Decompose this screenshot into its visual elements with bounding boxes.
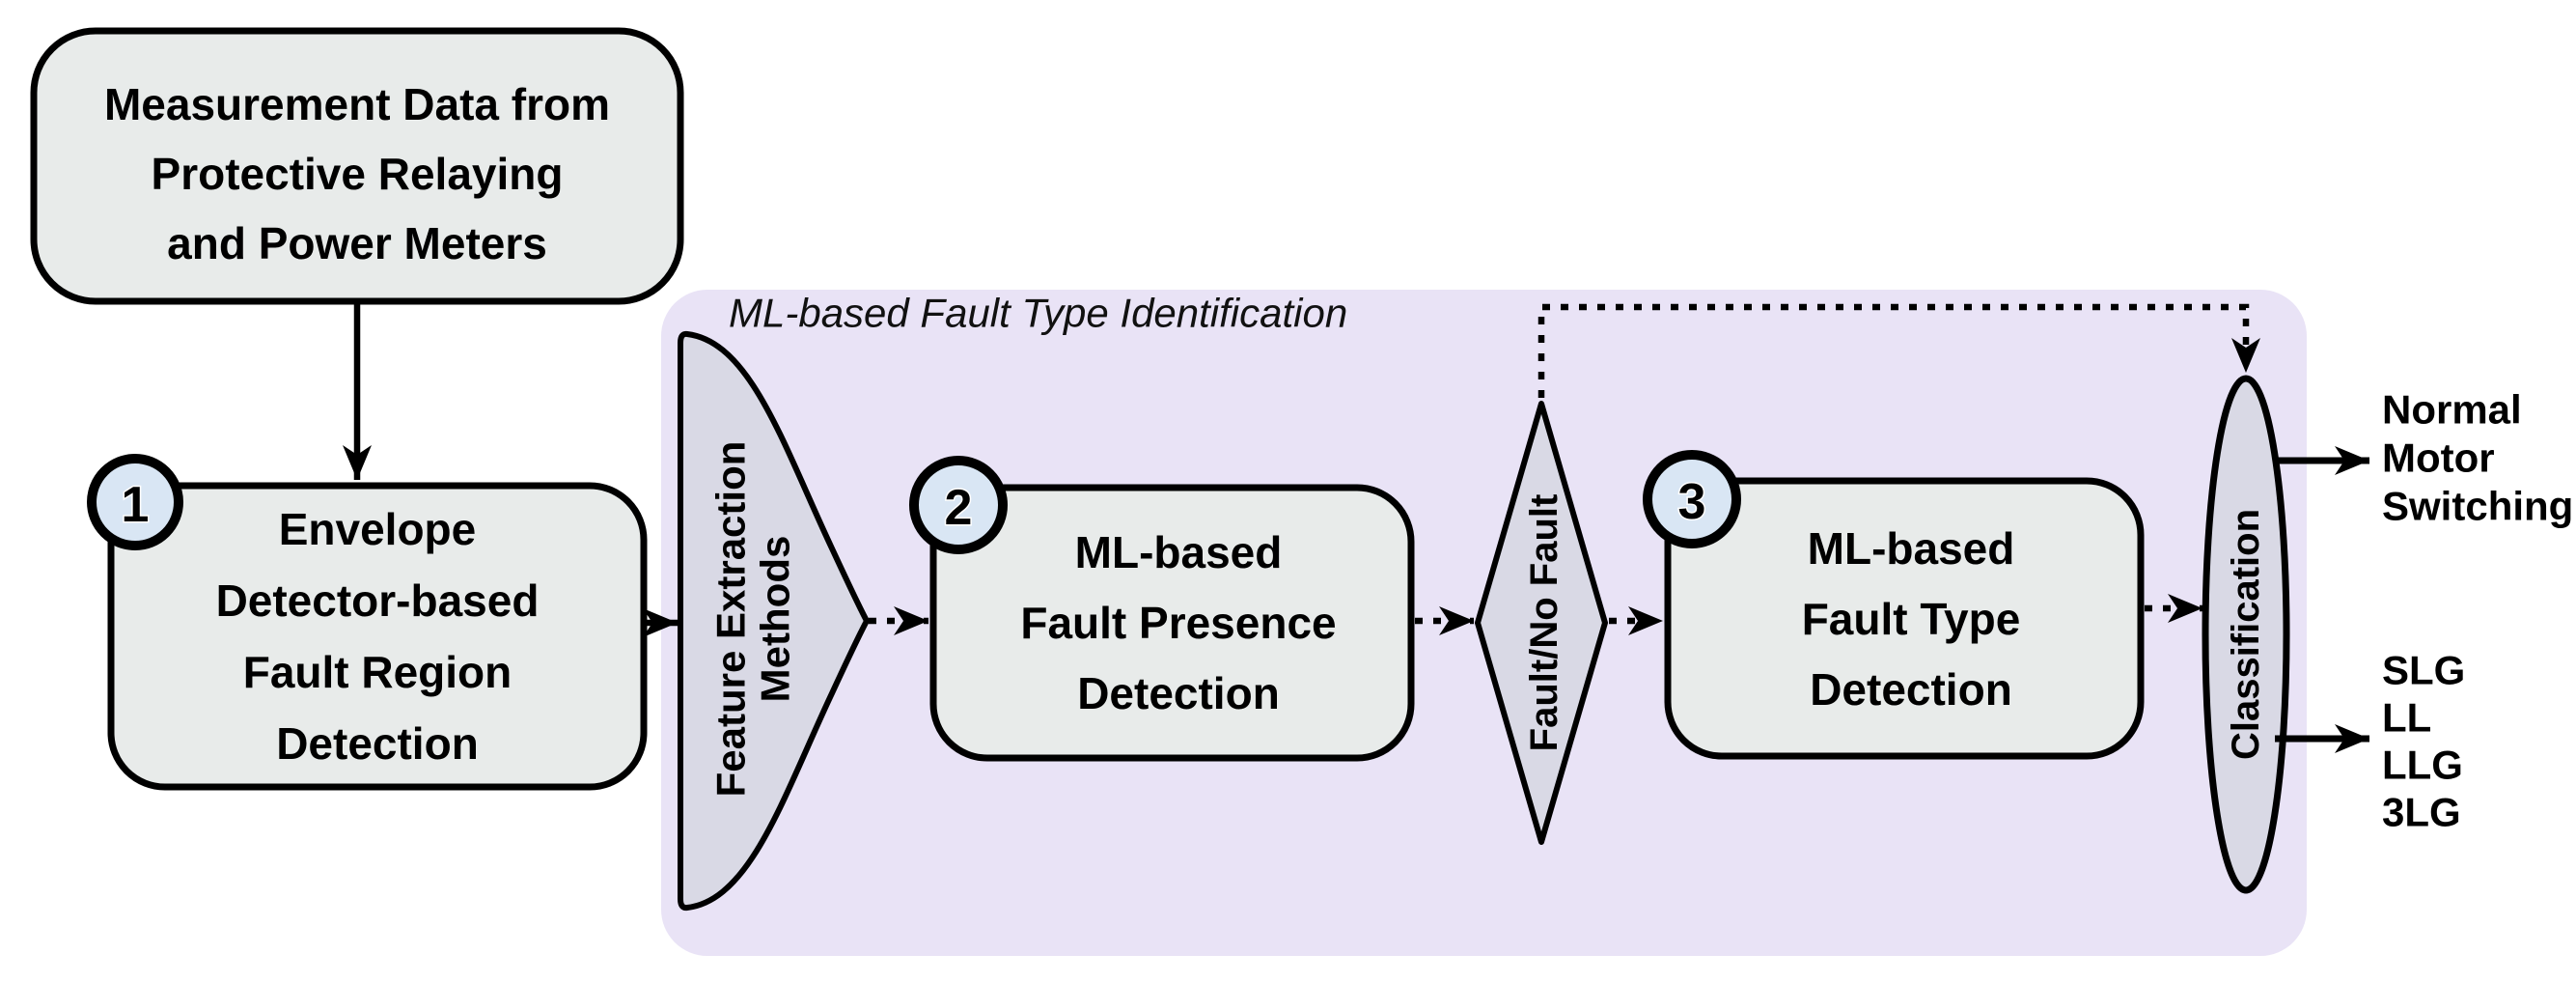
output-faults-line1: SLG xyxy=(2382,648,2465,693)
ml-region-title: ML-based Fault Type Identification xyxy=(729,291,1347,336)
feature-extraction-line1: Feature Extraction xyxy=(708,441,754,798)
fault-type-box xyxy=(1664,477,2145,760)
fault-no-fault-decision: Fault/No Fault xyxy=(1475,401,1608,845)
fault-type-line1: ML-based xyxy=(1808,523,2015,574)
feature-extraction-line2: Methods xyxy=(753,536,798,703)
output-normal-label: Normal Motor Switching xyxy=(2382,387,2573,529)
step-3-badge-circle xyxy=(1643,450,1741,548)
classification-ellipse: Classification xyxy=(2202,375,2290,894)
output-faults-line4: 3LG xyxy=(2382,790,2461,835)
feedback-dotted-arrow xyxy=(1537,303,2260,398)
decision-label: Fault/No Fault xyxy=(1523,494,1565,752)
envelope-line4: Detection xyxy=(276,718,479,769)
output-normal-line1: Normal xyxy=(2382,387,2522,433)
envelope-line2: Detector-based xyxy=(216,575,540,626)
envelope-line1: Envelope xyxy=(279,504,477,554)
feature-extraction-outline xyxy=(678,330,870,912)
feature-extraction-shape: Feature Extraction Methods xyxy=(678,330,870,912)
fault-presence-line2: Fault Presence xyxy=(1020,598,1336,648)
step-3-badge: 3 xyxy=(1643,450,1741,548)
output-faults-line3: LLG xyxy=(2382,743,2463,788)
measurement-data-line3: and Power Meters xyxy=(167,218,547,268)
classification-outline xyxy=(2202,375,2290,894)
step-2-badge-circle xyxy=(909,456,1008,554)
step-1-badge-circle xyxy=(87,454,183,550)
classification-label: Classification xyxy=(2225,509,2267,760)
measurement-data-node: Measurement Data from Protective Relayin… xyxy=(30,27,684,305)
fault-type-node: ML-based Fault Type Detection 3 xyxy=(1643,450,2145,760)
step-2-badge: 2 xyxy=(909,456,1008,554)
fault-presence-node: ML-based Fault Presence Detection 2 xyxy=(909,456,1415,762)
fault-type-line3: Detection xyxy=(1810,664,2012,715)
step-2-badge-number: 2 xyxy=(945,480,973,536)
fault-presence-box xyxy=(929,484,1415,762)
envelope-line3: Fault Region xyxy=(243,647,512,697)
output-normal-line2: Motor xyxy=(2382,435,2495,481)
fault-presence-line3: Detection xyxy=(1077,668,1280,718)
fault-type-line2: Fault Type xyxy=(1802,594,2021,644)
output-normal-line3: Switching xyxy=(2382,484,2573,529)
decision-diamond xyxy=(1475,401,1608,845)
envelope-detection-node: Envelope Detector-based Fault Region Det… xyxy=(87,454,648,791)
output-fault-types-label: SLG LL LLG 3LG xyxy=(2382,648,2465,835)
step-3-badge-number: 3 xyxy=(1678,474,1706,530)
output-faults-line2: LL xyxy=(2382,695,2431,741)
fault-presence-line1: ML-based xyxy=(1075,527,1283,577)
measurement-data-line2: Protective Relaying xyxy=(152,149,564,199)
measurement-data-line1: Measurement Data from xyxy=(104,79,610,129)
step-1-badge: 1 xyxy=(87,454,183,550)
step-1-badge-number: 1 xyxy=(122,477,150,533)
